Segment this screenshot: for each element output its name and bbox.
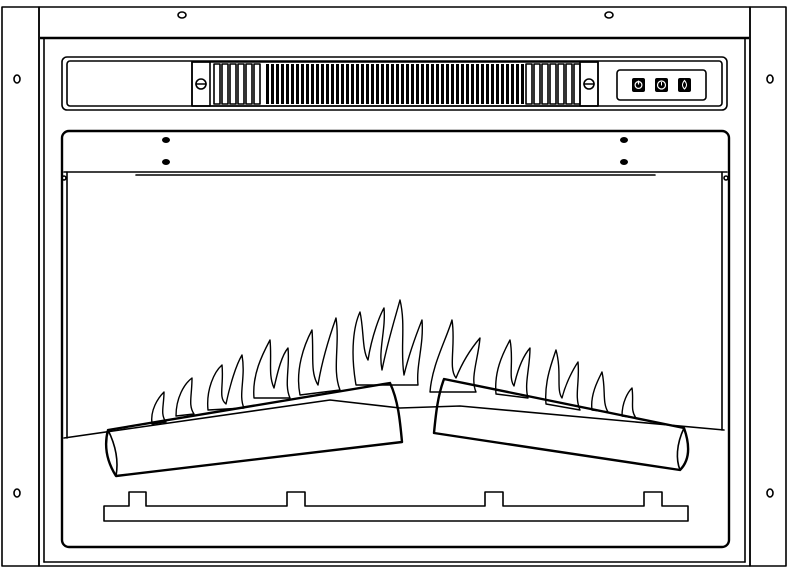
vent-slat (229, 63, 237, 105)
vent-slat (446, 64, 449, 104)
vent-slat (213, 63, 221, 105)
vent-slat (411, 64, 414, 104)
top-screw-hole-right (604, 11, 614, 19)
firebox-screw-upper-left (162, 137, 170, 143)
flame-mode-button[interactable] (678, 78, 691, 92)
vent-slat (245, 63, 253, 105)
vent-slat (221, 63, 229, 105)
vent-slat (441, 64, 444, 104)
vent-slat (336, 64, 339, 104)
vent-slat (501, 64, 504, 104)
right-bracket-screw-hole-top (766, 74, 774, 84)
left-bracket-screw-hole-bottom (13, 488, 21, 498)
vent-slat (386, 64, 389, 104)
vent-slat (396, 64, 399, 104)
control-button-bezel (616, 69, 707, 101)
heater-control-panel (61, 56, 728, 111)
vent-slat (506, 64, 509, 104)
vent-slat (426, 64, 429, 104)
ember-grate (103, 491, 689, 522)
vent-slat (481, 64, 484, 104)
left-bracket-screw-hole-top (13, 74, 21, 84)
vent-slat (276, 64, 279, 104)
right-mounting-bracket (749, 6, 787, 567)
heater-vent-grille (191, 61, 599, 107)
vent-slat (421, 64, 424, 104)
outer-frame (38, 6, 751, 567)
firebox (60, 129, 731, 549)
firebox-screw-lower-right (620, 159, 628, 165)
vent-slat (401, 64, 404, 104)
vent-screw-plate (579, 61, 599, 107)
vent-slat (521, 64, 524, 104)
vent-slat (456, 64, 459, 104)
vent-slat (491, 64, 494, 104)
vent-slat (296, 64, 299, 104)
vent-slat (281, 64, 284, 104)
timer-icon (656, 80, 667, 90)
vent-slat (326, 64, 329, 104)
vent-slat (237, 63, 245, 105)
vent-slat (466, 64, 469, 104)
vent-slat (366, 64, 369, 104)
firebox-screw-lower-left (162, 159, 170, 165)
vent-slat (316, 64, 319, 104)
vent-slat (376, 64, 379, 104)
vent-slat (476, 64, 479, 104)
vent-slat (541, 63, 549, 105)
vent-slat (361, 64, 364, 104)
power-button[interactable] (632, 78, 645, 92)
vent-slat (511, 64, 514, 104)
vent-slat (436, 64, 439, 104)
vent-slat (391, 64, 394, 104)
top-screw-hole-left (177, 11, 187, 19)
vent-screw-plate (191, 61, 211, 107)
vent-slat (533, 63, 541, 105)
vent-slat (565, 63, 573, 105)
flame-mode-icon (681, 79, 688, 90)
vent-slat (573, 63, 581, 105)
vent-slat (306, 64, 309, 104)
vent-slat (341, 64, 344, 104)
vent-slat (525, 63, 533, 105)
vent-slat (557, 63, 565, 105)
flame-effect (150, 299, 637, 425)
vent-slat (356, 64, 359, 104)
vent-slat (496, 64, 499, 104)
vent-slat (331, 64, 334, 104)
vent-slat (253, 63, 261, 105)
left-log (104, 381, 404, 478)
vent-slat (286, 64, 289, 104)
vent-slat (416, 64, 419, 104)
vent-slat (549, 63, 557, 105)
right-bracket-screw-hole-bottom (766, 488, 774, 498)
vent-slat (486, 64, 489, 104)
vent-slat (461, 64, 464, 104)
timer-button[interactable] (655, 78, 668, 92)
vent-slat (301, 64, 304, 104)
vent-slat (351, 64, 354, 104)
control-buttons (616, 69, 707, 101)
vent-slat (381, 64, 384, 104)
left-mounting-bracket (1, 6, 40, 567)
vent-slat (516, 64, 519, 104)
vent-slat (321, 64, 324, 104)
right-log (432, 377, 690, 472)
vent-slat (271, 64, 274, 104)
vent-slat (291, 64, 294, 104)
vent-slat (311, 64, 314, 104)
firebox-screw-upper-right (620, 137, 628, 143)
vent-slat (346, 64, 349, 104)
vent-slat (266, 64, 269, 104)
vent-slat (371, 64, 374, 104)
vent-slat (431, 64, 434, 104)
vent-slat (406, 64, 409, 104)
vent-slat (471, 64, 474, 104)
vent-slat (451, 64, 454, 104)
